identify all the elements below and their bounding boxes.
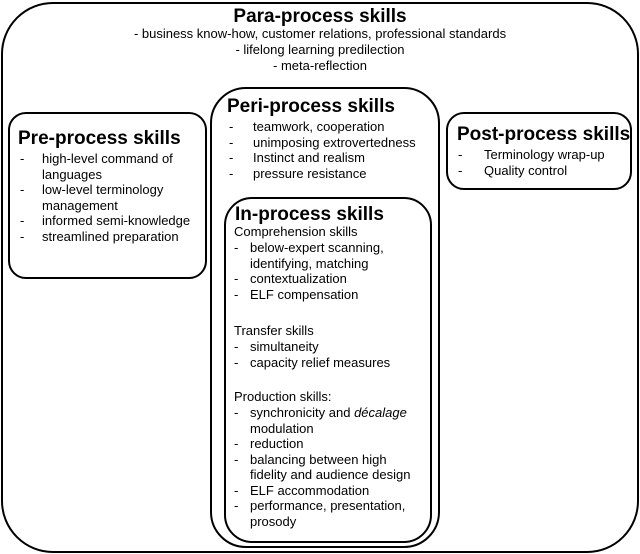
list-item: -teamwork, cooperation bbox=[229, 119, 434, 135]
transfer-skills-label: Transfer skills bbox=[234, 323, 314, 338]
list-item-text: capacity relief measures bbox=[250, 354, 391, 370]
list-item: -pressure resistance bbox=[229, 166, 434, 182]
comprehension-skills-list: -below-expert scanning, identifying, mat… bbox=[234, 240, 424, 302]
list-item-text: contextualization bbox=[250, 271, 347, 286]
pre-process-box bbox=[8, 112, 207, 279]
list-item-text: performance, presentation, prosody bbox=[250, 498, 406, 529]
list-item: -Terminology wrap-up bbox=[458, 147, 628, 163]
list-item-text: informed semi-knowledge bbox=[42, 213, 191, 228]
in-process-title: In-process skills bbox=[235, 204, 384, 225]
list-item-text: high-level command of languages bbox=[42, 151, 173, 182]
para-process-item: - lifelong learning predilection bbox=[235, 42, 405, 57]
in-process-box bbox=[224, 197, 432, 543]
list-item: -synchronicity and décalage modulation bbox=[234, 405, 424, 436]
para-process-list: - business know-how, customer relations,… bbox=[0, 26, 640, 74]
list-item: -capacity relief measures bbox=[234, 355, 424, 371]
list-item: -simultaneity bbox=[234, 339, 424, 355]
post-process-title: Post-process skills bbox=[457, 124, 631, 145]
pre-process-title: Pre-process skills bbox=[18, 128, 181, 149]
list-item: -balancing between high fidelity and aud… bbox=[234, 452, 424, 483]
production-skills-label: Production skills: bbox=[234, 389, 332, 404]
list-item: -streamlined preparation bbox=[20, 229, 198, 245]
list-item: -ELF compensation bbox=[234, 287, 424, 303]
list-item-text: Instinct and realism bbox=[253, 150, 365, 165]
list-item: -low-level terminology management bbox=[20, 182, 198, 213]
list-item-text: Terminology wrap-up bbox=[484, 147, 605, 162]
list-item: -reduction bbox=[234, 436, 424, 452]
list-item-text: reduction bbox=[250, 436, 304, 451]
peri-process-title: Peri-process skills bbox=[227, 96, 395, 117]
list-item-text: below-expert scanning, identifying, matc… bbox=[250, 240, 384, 271]
list-item-text: simultaneity bbox=[250, 339, 319, 354]
comprehension-skills-label: Comprehension skills bbox=[234, 224, 358, 239]
list-item-text: unimposing extrovertedness bbox=[253, 134, 416, 150]
list-item-text: Quality control bbox=[484, 162, 568, 178]
pre-process-list: -high-level command of languages -low-le… bbox=[20, 151, 198, 244]
production-skills-list: -synchronicity and décalage modulation -… bbox=[234, 405, 424, 529]
list-item: -unimposing extrovertedness bbox=[229, 135, 434, 151]
list-item: -Instinct and realism bbox=[229, 150, 434, 166]
para-process-title: Para-process skills bbox=[233, 6, 407, 27]
list-item-text: balancing between high fidelity and audi… bbox=[250, 451, 411, 483]
list-item: -informed semi-knowledge bbox=[20, 213, 198, 229]
list-item-text: low-level terminology management bbox=[42, 182, 164, 213]
transfer-skills-list: -simultaneity -capacity relief measures bbox=[234, 339, 424, 370]
post-process-list: -Terminology wrap-up -Quality control bbox=[458, 147, 628, 178]
peri-process-list: -teamwork, cooperation -unimposing extro… bbox=[229, 119, 434, 181]
list-item-text: ELF compensation bbox=[250, 286, 359, 302]
list-item-text: pressure resistance bbox=[253, 165, 367, 181]
list-item: -Quality control bbox=[458, 163, 628, 179]
list-item: -below-expert scanning, identifying, mat… bbox=[234, 240, 424, 271]
list-item-text: teamwork, cooperation bbox=[253, 119, 385, 134]
list-item: -high-level command of languages bbox=[20, 151, 198, 182]
list-item: -contextualization bbox=[234, 271, 424, 287]
para-process-item: - meta-reflection bbox=[273, 58, 367, 73]
list-item: -ELF accommodation bbox=[234, 483, 424, 499]
post-process-box bbox=[446, 112, 632, 190]
list-item-text: streamlined preparation bbox=[42, 228, 179, 244]
list-item-text: ELF accommodation bbox=[250, 482, 370, 498]
para-process-item: - business know-how, customer relations,… bbox=[133, 26, 507, 41]
list-item-text: synchronicity and décalage modulation bbox=[250, 405, 407, 436]
list-item: -performance, presentation, prosody bbox=[234, 498, 424, 529]
